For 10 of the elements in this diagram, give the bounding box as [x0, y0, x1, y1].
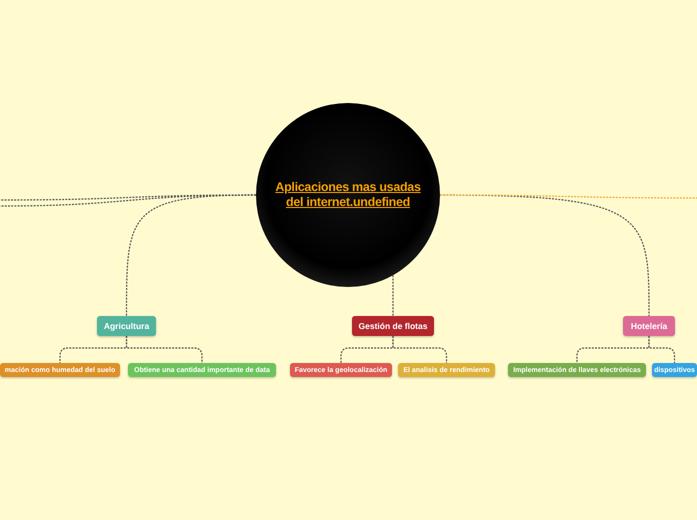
connector-line [392, 275, 394, 316]
connector-line [392, 336, 448, 363]
central-title: Aplicaciones mas usadas del internet.undefined [274, 180, 422, 210]
connector-line [440, 194, 697, 199]
connector-line [126, 336, 203, 363]
connector-line [0, 194, 256, 207]
topic-box: Agricultura [97, 316, 156, 336]
topic-box: Hotelería [623, 316, 675, 336]
connector-line [648, 336, 676, 363]
topic-box: Gestión de flotas [352, 316, 434, 336]
